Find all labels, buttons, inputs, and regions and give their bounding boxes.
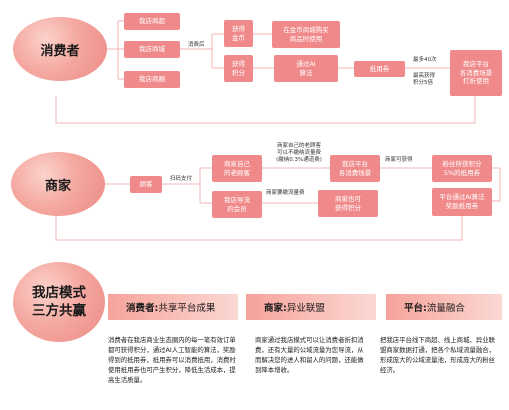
platform-paragraph: 把我店平台线下商超、线上商城、异业联盟商家数据打通，把各个私域流量融合，形成庞大… [380,336,496,374]
scan-pay-label: 扫码支付 [170,176,193,182]
consumer-circle: 消费者 [13,17,107,81]
get-coins-box: 获得 金币 [224,20,253,47]
max-40x-label: 最多40次 [413,57,437,63]
consumer-paragraph: 消费者在我店商业生态圈内的每一笔有效订单都可获得积分，通过AI人工智能的算法，奖… [108,336,236,384]
store-district-box: 我店商圈 [124,71,180,88]
tab-consumer: 消费者:共享平台成果 [108,294,238,320]
ai-algorithm-box: 通过AI 算法 [274,55,338,82]
platform-scenes-box: 我店平台 各消费场景 [330,155,380,182]
traffic-fee-label: 商家要缴流量费 [266,190,305,196]
get-points-box: 获得 积分 [224,55,253,82]
merchant-points-box: 商家也可 获得积分 [318,190,378,217]
platform-use-box: 我店平台 各消费场景 打折使用 [450,50,502,96]
model-circle: 我店模式 三方共赢 [13,262,105,342]
ai-reward-box: 平台通过AI算法 奖励抵用券 [432,188,492,216]
store-mall-box: 我店商城 [124,41,180,58]
merchant-circle: 商家 [11,152,105,216]
customer-box: 顾客 [130,176,162,193]
fan-points-box: 粉丝所获积分 5%的抵用券 [432,155,492,182]
old-customer-note: 商家自己的老顾客 可以不缴纳流量费 (缴纳0.3%通道费) [276,143,322,164]
merchant-paragraph: 商家通过我店模式可以让消费者折扣消费，还有大量的公域流量为您导流，从而解决您的进… [255,336,364,374]
model-title: 我店模式 三方共赢 [32,284,86,319]
max-points-label: 最高获得 积分5倍 [413,73,436,87]
merchant-can-get-label: 商家可获得 [385,157,413,163]
tab-merchant: 商家:异业联盟 [246,294,376,320]
merchant-title: 商家 [44,178,71,194]
voucher-box: 抵用券 [354,61,405,77]
tab-platform: 平台:流量融合 [386,294,502,320]
store-supermarket-box: 我店商超 [124,13,180,30]
after-consume-label: 消费后 [188,42,205,48]
own-customers-box: 商家自己 的老顾客 [212,155,262,182]
guided-members-box: 我店导流 的会员 [212,191,262,218]
coins-use-box: 在金币商城购买 商品时使用 [272,21,340,48]
consumer-title: 消费者 [40,43,80,59]
